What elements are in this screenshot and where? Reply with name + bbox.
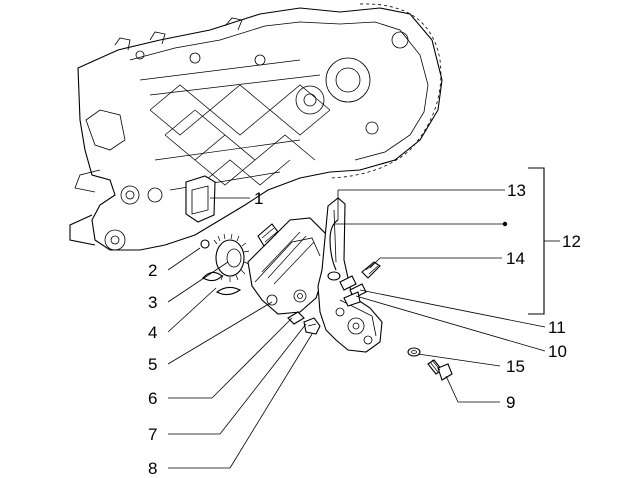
part-3-gear [213, 233, 250, 282]
callout-5: 5 [148, 355, 157, 374]
callout-4: 4 [148, 323, 157, 342]
callout-8: 8 [148, 459, 157, 478]
callout-10: 10 [548, 342, 567, 361]
part-14-hose [361, 261, 381, 279]
callout-9: 9 [506, 393, 515, 412]
part-2-circlip [200, 239, 210, 249]
pump-cover [247, 217, 329, 315]
callout-2: 2 [148, 261, 157, 280]
callout-14: 14 [506, 249, 525, 268]
leader-lines [167, 167, 560, 469]
drive-shaft-pin [257, 223, 279, 247]
part-1-bracket-clip [185, 175, 216, 223]
crankcase-housing [69, 3, 443, 251]
part-15-washer [407, 347, 421, 357]
part-8-screw [303, 317, 321, 335]
part-13-oil-pipe [327, 219, 341, 281]
callout-3: 3 [148, 293, 157, 312]
callout-11: 11 [548, 318, 566, 337]
callout-6: 6 [148, 389, 157, 408]
callout-1: 1 [254, 189, 263, 208]
callout-7: 7 [148, 425, 157, 444]
callout-15: 15 [506, 357, 525, 376]
part-9-bolt [427, 359, 453, 381]
callout-13: 13 [507, 181, 526, 200]
part-7-screw [287, 311, 305, 325]
part-4-seal [202, 271, 242, 296]
oil-pump-body [317, 197, 383, 353]
callout-labels: 1 2 3 4 5 6 7 8 9 11 10 12 13 14 15 [148, 181, 581, 478]
callout-12: 12 [562, 232, 581, 251]
